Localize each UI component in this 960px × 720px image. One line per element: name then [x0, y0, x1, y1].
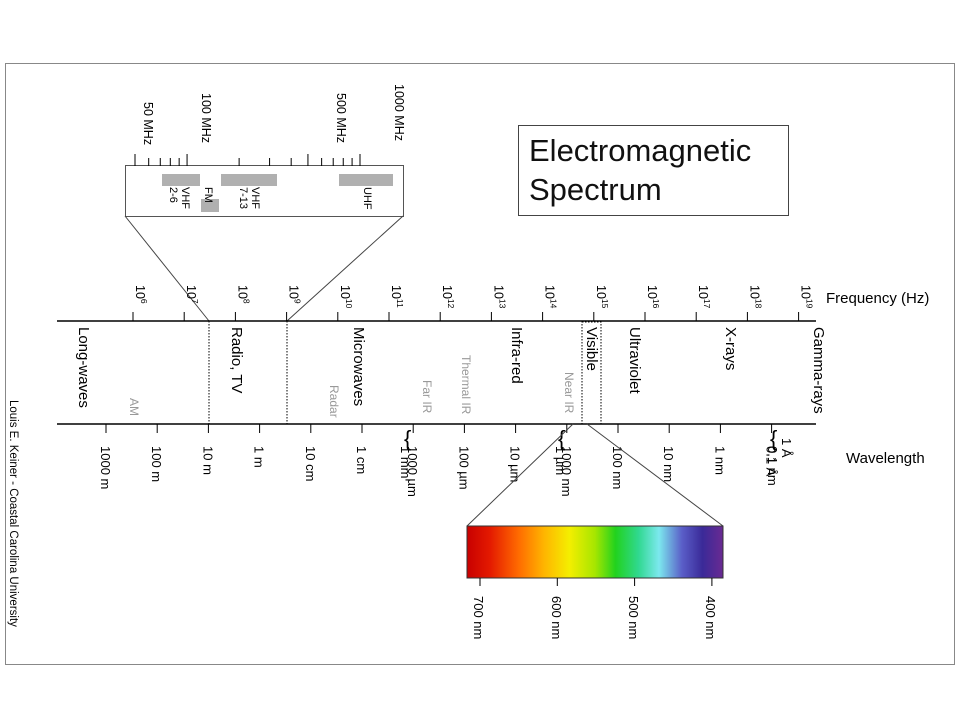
- frequency-tick-label-16: 1016: [645, 285, 661, 309]
- title-line-1: Electromagnetic: [529, 133, 751, 168]
- visible-spectrum-bar: [466, 525, 724, 579]
- visible-connector-left: [466, 423, 574, 527]
- visible-connector-right: [586, 423, 724, 527]
- subband-radar: Radar: [327, 385, 341, 418]
- wavelength-tick-label-0: 1000 m: [98, 446, 113, 489]
- band-bar-fm: [201, 199, 219, 212]
- frequency-tick-label-14: 1014: [543, 285, 559, 309]
- wave-alt-label-1mm: 1 mm: [398, 446, 413, 479]
- band-xrays: X-rays: [722, 327, 739, 370]
- frequency-tick-label-18: 1018: [747, 285, 763, 309]
- band-long-waves: Long-waves: [75, 327, 92, 408]
- tick-label-100mhz: 100 MHz: [199, 93, 213, 143]
- band-label-vhf-7-13-b: 7-13: [237, 187, 249, 209]
- wavelength-axis-ticks: [105, 424, 773, 433]
- brace-1um: {: [558, 426, 565, 451]
- frequency-axis-ticks: [132, 312, 800, 321]
- band-bar-uhf: [339, 174, 393, 186]
- frequency-tick-label-7: 107: [184, 285, 200, 304]
- frequency-tick-label-6: 106: [133, 285, 149, 304]
- band-infrared: Infra-red: [508, 327, 525, 384]
- band-microwaves: Microwaves: [350, 327, 367, 406]
- wavelength-tick-label-10: 100 nm: [610, 446, 625, 489]
- band-visible: Visible: [583, 327, 600, 371]
- band-label-fm: FM: [202, 187, 214, 203]
- wavelength-tick-label-1: 100 m: [149, 446, 164, 482]
- wavelength-tick-label-12: 1 nm: [712, 446, 727, 475]
- tick-label-1000mhz: 1000 MHz: [392, 84, 406, 141]
- wavelength-tick-label-7: 100 µm: [456, 446, 471, 490]
- subband-am: AM: [127, 398, 141, 416]
- wavelength-axis-label: Wavelength: [846, 450, 925, 467]
- subband-thermal-ir: Thermal IR: [459, 355, 473, 415]
- band-label-vhf-7-13-a: VHF: [249, 187, 261, 209]
- tick-label-500mhz: 500 MHz: [334, 93, 348, 143]
- wave-alt-label-0-1nm: 0.1 nm: [765, 446, 780, 486]
- frequency-tick-label-15: 1015: [594, 285, 610, 309]
- brace-1a: {: [770, 426, 777, 451]
- band-label-uhf: UHF: [361, 187, 373, 210]
- wavelength-tick-labels: 1000 m 100 m 10 m 1 m 10 cm 1 cm 1000 µm 100 µm…: [98, 446, 779, 497]
- subband-far-ir: Far IR: [420, 380, 434, 414]
- visible-tick-700nm: 700 nm: [471, 596, 486, 639]
- wavelength-tick-label-13: 0.1 Å: [764, 446, 779, 477]
- wavelength-tick-label-3: 1 m: [252, 446, 267, 468]
- frequency-tick-labels: 106 107 108 109 1010 1011 1012 1013 1014 1015 1016…: [133, 285, 815, 309]
- radio-connector-left: [124, 215, 210, 322]
- frequency-tick-label-8: 108: [235, 285, 251, 304]
- slide-frame: [5, 63, 955, 665]
- title-box: Electromagnetic Spectrum: [518, 125, 789, 216]
- wavelength-tick-label-11: 10 nm: [661, 446, 676, 482]
- wavelength-tick-label-8: 10 µm: [508, 446, 523, 482]
- band-ultraviolet: Ultraviolet: [626, 327, 643, 395]
- wavelength-tick-label-2: 10 m: [200, 446, 215, 475]
- title-line-2: Spectrum: [529, 172, 662, 207]
- band-bar-vhf-7-13: [221, 174, 277, 186]
- wavelength-tick-label-4: 10 cm: [303, 446, 318, 481]
- visible-tick-600nm: 600 nm: [549, 596, 564, 639]
- visible-tick-400nm: 400 nm: [703, 596, 718, 639]
- visible-spectrum-ticks: [479, 578, 713, 586]
- credit-text: Louis E. Keiner - Coastal Carolina Unive…: [7, 400, 19, 627]
- frequency-axis-label: Frequency (Hz): [826, 290, 929, 307]
- band-gamma-rays: Gamma-rays: [810, 327, 827, 414]
- brace-1mm: {: [404, 426, 411, 451]
- frequency-tick-label-12: 1012: [440, 285, 456, 309]
- wavelength-tick-label-6: 1000 µm: [405, 446, 420, 497]
- band-label-vhf-2-6-b: 2-6: [167, 187, 179, 203]
- tick-label-50mhz: 50 MHz: [141, 102, 155, 145]
- frequency-tick-label-17: 1017: [696, 285, 712, 309]
- frequency-tick-label-11: 1011: [389, 285, 405, 308]
- wavelength-tick-label-9: 1000 nm: [559, 446, 574, 497]
- frequency-tick-label-13: 1013: [491, 285, 507, 309]
- wavelength-tick-label-5: 1 cm: [354, 446, 369, 474]
- band-bar-vhf-2-6: [162, 174, 200, 186]
- frequency-tick-label-9: 109: [287, 285, 303, 304]
- frequency-tick-label-10: 1010: [338, 285, 354, 309]
- band-radio-tv: Radio, TV: [228, 327, 245, 393]
- wave-alt-label-1um: 1 µm: [553, 446, 568, 475]
- radio-connector-right: [286, 215, 404, 322]
- radio-inset: 50 MHz 100 MHz 500 MHz 1000 MHz VHF 2-6 …: [125, 84, 406, 217]
- band-label-vhf-2-6-a: VHF: [179, 187, 191, 209]
- frequency-tick-label-19: 1019: [799, 285, 815, 309]
- subband-near-ir: Near IR: [562, 372, 576, 414]
- visible-tick-500nm: 500 nm: [626, 596, 641, 639]
- wave-alt-label-1a: 1 Å: [779, 438, 794, 458]
- radio-inset-ticks: [134, 154, 361, 166]
